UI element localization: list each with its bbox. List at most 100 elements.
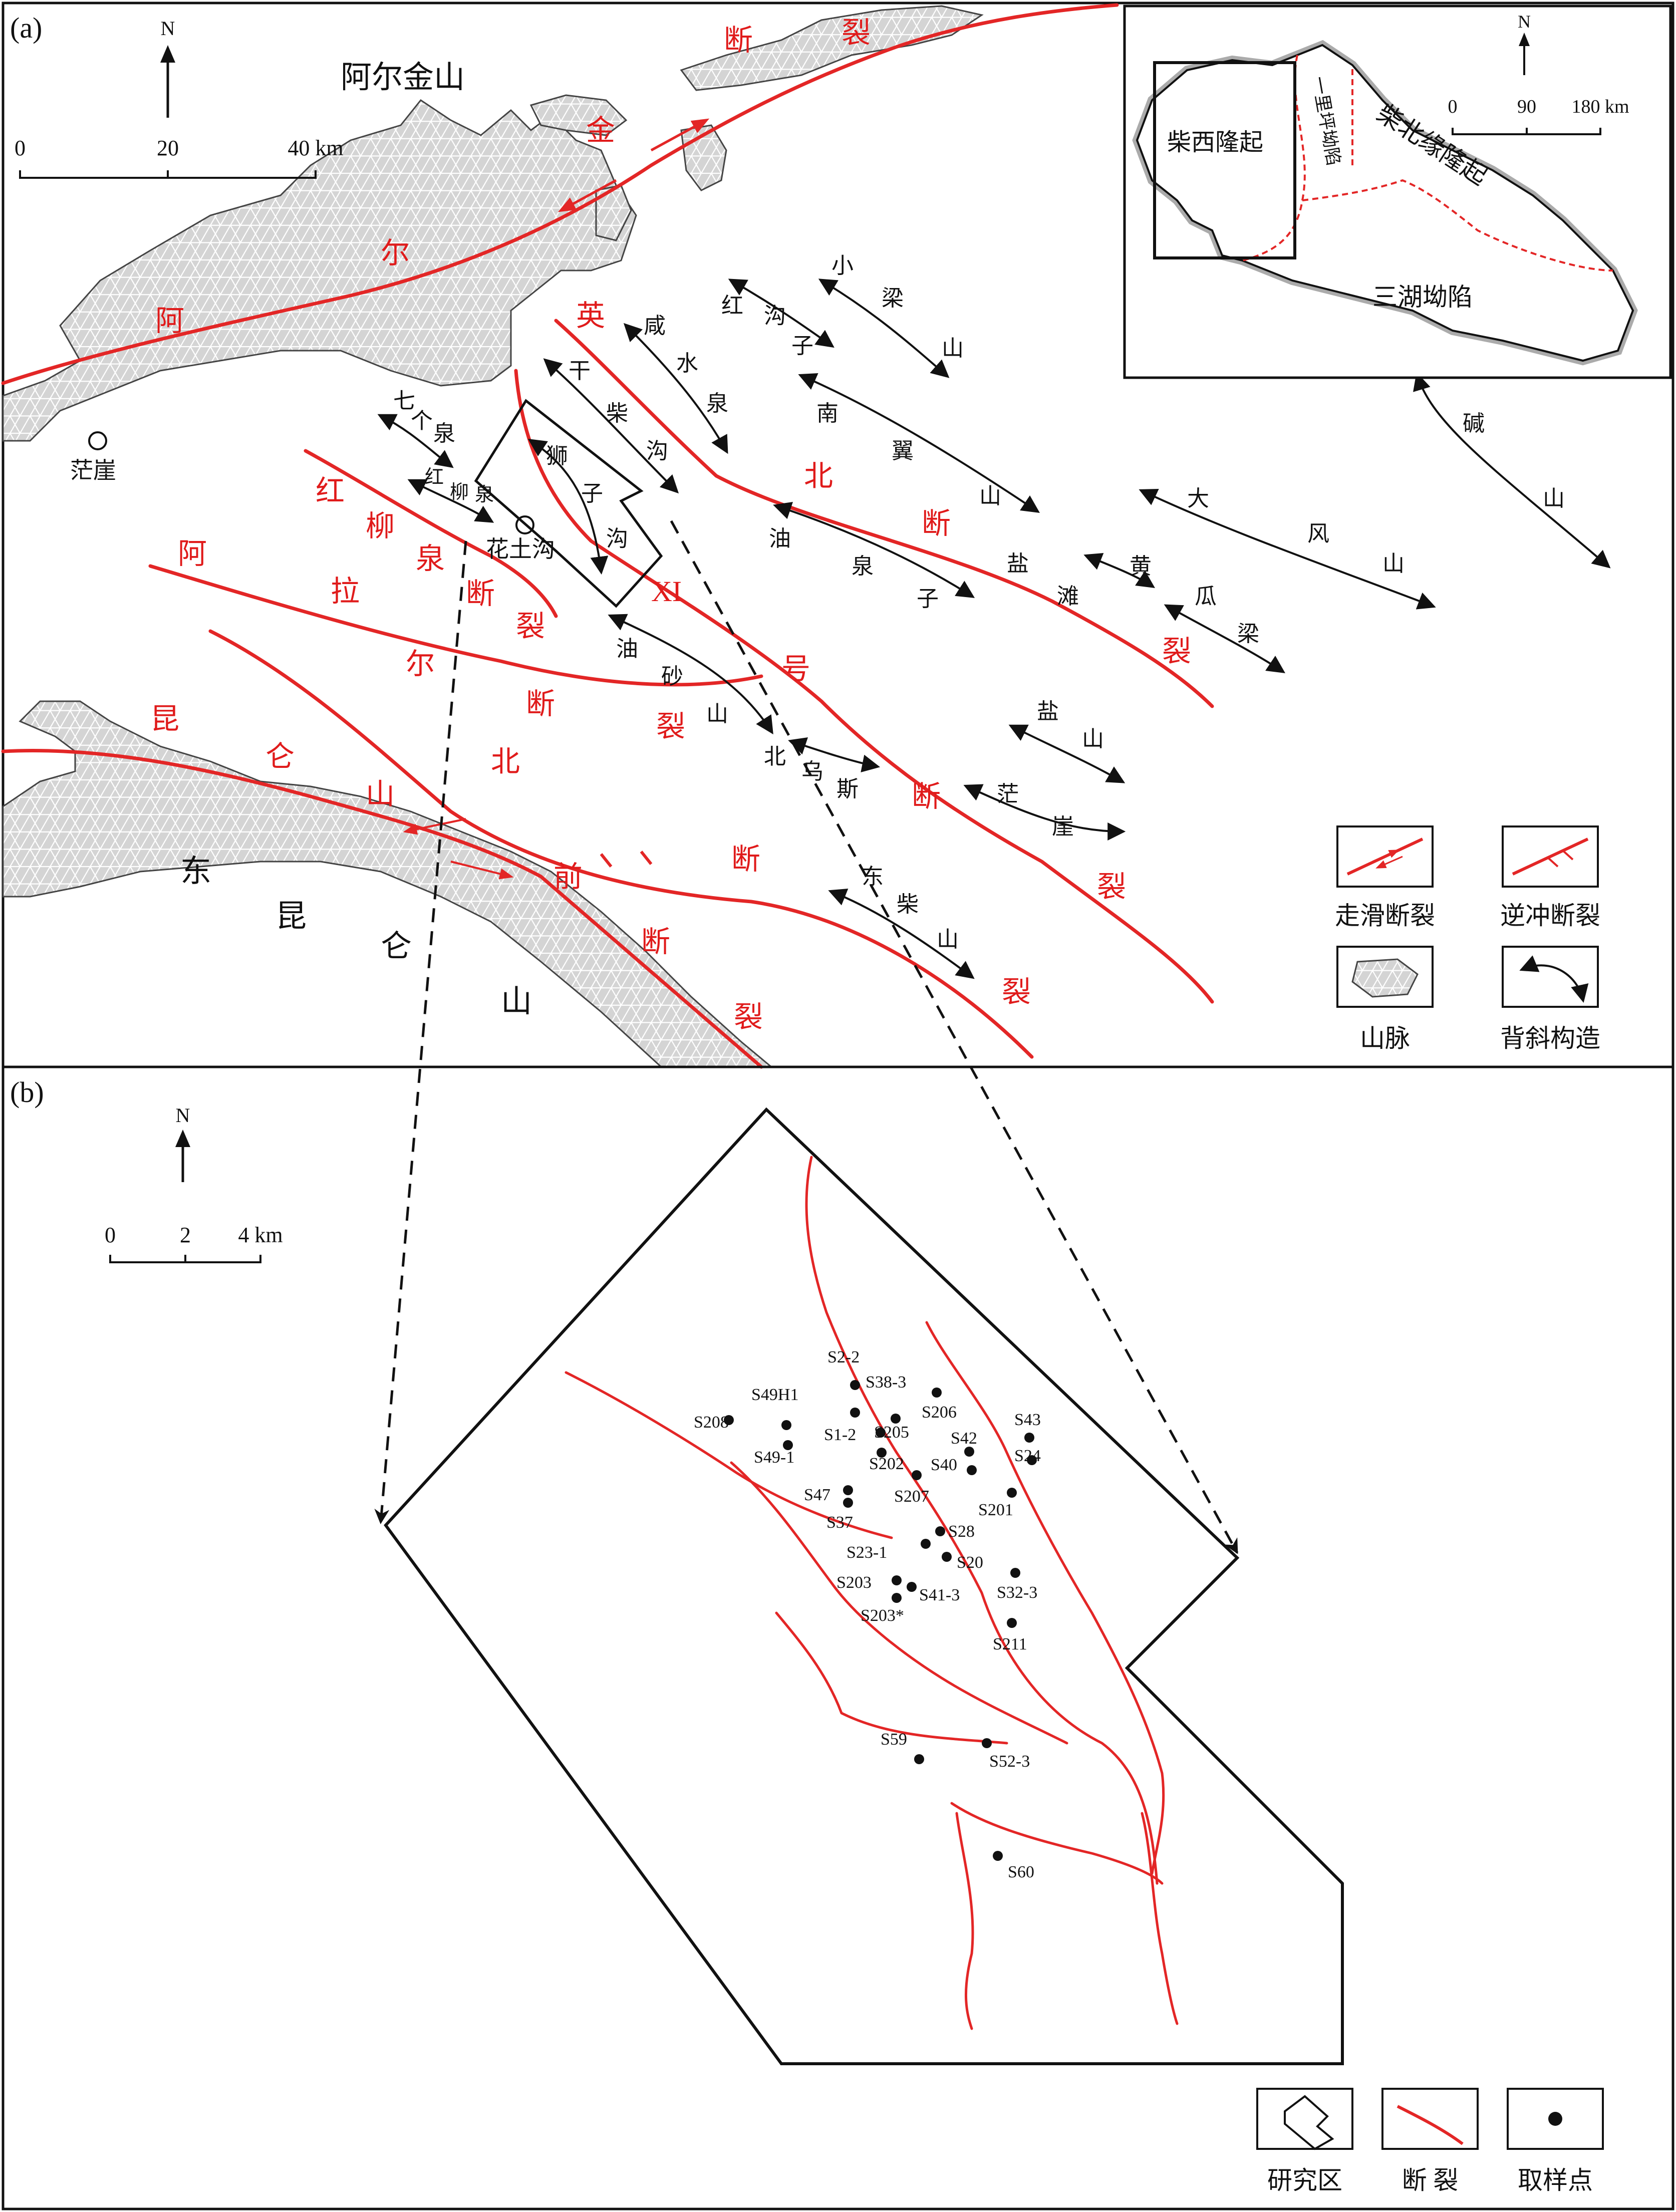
anticline-xiaoliangshan-0: 小: [831, 253, 854, 278]
sample-dot: [850, 1380, 860, 1390]
sample-dot: [907, 1582, 917, 1592]
anticline-honglq-2: 泉: [475, 484, 494, 505]
sample-dot: [1024, 1433, 1034, 1443]
anticline-qigequan-1: 个: [411, 409, 433, 433]
anticline-xianshuiquan-2: 泉: [706, 391, 728, 416]
place-mangya: 茫崖: [70, 458, 116, 483]
sample-dot: [891, 1414, 901, 1424]
fault-label-xi-2: 断: [912, 780, 941, 813]
inset-map: 柴西隆起 一里坪坳陷 柴北缘隆起 三湖坳陷 N 0 90 180 km: [1123, 5, 1672, 379]
fault-label-alaer-1: 拉: [331, 575, 360, 608]
sample-label: S1-2: [824, 1426, 856, 1444]
anticline-honggouzi-1: 沟: [764, 304, 786, 328]
sample-label: S40: [931, 1456, 957, 1474]
inset-study-box: [1153, 61, 1296, 259]
inset-sanhu: 三湖坳陷: [1372, 283, 1473, 311]
svg-text:20: 20: [157, 136, 179, 160]
strike-slip-arrow-3: [403, 818, 466, 835]
sample-dot: [876, 1428, 886, 1438]
sample-dot: [932, 1388, 942, 1398]
sample-label: S52-3: [989, 1752, 1030, 1771]
fault-label-aerjin-0: 阿: [155, 305, 184, 337]
inset-north: N: [1518, 12, 1531, 32]
sample-dot: [1027, 1455, 1037, 1465]
fault-label-honglq-1: 柳: [366, 510, 395, 542]
anticline-honglq-1: 柳: [450, 482, 469, 503]
place-east-kunlun-1: 昆: [275, 900, 307, 934]
fault-label-aerjin-1: 尔: [381, 237, 410, 269]
sample-label: S24: [1014, 1447, 1041, 1465]
mountain-altun-north: [680, 5, 984, 91]
svg-text:N: N: [176, 1104, 190, 1127]
sample-dot: [843, 1485, 853, 1495]
anticline-youquanzi-2: 子: [917, 587, 939, 611]
sample-label: S201: [978, 1501, 1013, 1519]
place-east-kunlun-2: 仑: [381, 930, 412, 964]
anticline-arrows: [377, 279, 1611, 979]
legend-anticline: 背斜构造: [1500, 1024, 1600, 1052]
study-area-outline-a: [474, 399, 663, 608]
scale-bar-a: 0 20 40 km: [15, 136, 344, 179]
sample-label: S49H1: [751, 1386, 798, 1404]
anticline-nanyishan-2: 山: [979, 484, 1001, 508]
connector-left: [374, 540, 467, 1524]
place-east-kunlun-0: 东: [180, 855, 211, 889]
sample-label: S211: [993, 1635, 1027, 1653]
svg-text:0: 0: [105, 1223, 116, 1247]
fault-label-ying-0: 英: [576, 300, 605, 332]
anticline-beiwusi-2: 斯: [836, 777, 859, 801]
panel-a-label: (a): [10, 12, 42, 44]
fault-label-alaer-2: 尔: [406, 648, 435, 680]
inset-scale-2: 180 km: [1571, 96, 1629, 117]
anticline-mangya-1: 崖: [1052, 814, 1074, 839]
sample-dot: [781, 1420, 791, 1430]
sample-dot: [850, 1408, 860, 1418]
legend-fault: 断 裂: [1402, 2166, 1459, 2194]
anticline-shizigou-1: 子: [581, 481, 603, 506]
legend-thrust: 逆冲断裂: [1500, 902, 1600, 930]
sample-label: S207: [894, 1487, 929, 1506]
sample-dot: [982, 1738, 992, 1748]
sample-label: S37: [826, 1513, 853, 1532]
sample-label: S23-1: [847, 1543, 887, 1562]
anticline-dongchaishan-2: 山: [937, 927, 959, 952]
sample-label: S38-3: [866, 1373, 906, 1392]
fault-label-xi-3: 裂: [1097, 871, 1126, 903]
panel-b-label: (b): [10, 1076, 44, 1109]
anticline-yantan-1: 滩: [1057, 584, 1079, 609]
anticline-youshashan-1: 砂: [661, 664, 683, 689]
sample-dot: [967, 1465, 977, 1475]
legend-study-area: 研究区: [1267, 2166, 1342, 2194]
sample-dot: [921, 1539, 931, 1549]
inset-chaixi: 柴西隆起: [1167, 129, 1263, 156]
anticline-xianshuiquan-1: 水: [676, 351, 698, 376]
sample-dot: [892, 1575, 902, 1585]
fault-label-front-3: 裂: [734, 1001, 763, 1033]
mountain-east-kunlun: [2, 700, 774, 1068]
legend-sample: 取样点: [1518, 2166, 1593, 2194]
sample-label: S47: [804, 1486, 830, 1504]
panel-b: (b) N 0 2 4 km: [2, 520, 1674, 2210]
sample-label: S28: [948, 1522, 975, 1541]
fault-label-honglq-2: 泉: [416, 542, 445, 575]
anticline-youshashan-2: 山: [706, 702, 728, 726]
sample-dot: [993, 1851, 1003, 1861]
fault-label-xi-0: XI: [651, 575, 682, 608]
sample-dot: [935, 1526, 945, 1536]
anticline-dafengshan-2: 山: [1382, 551, 1405, 576]
sample-dot: [914, 1754, 924, 1764]
anticline-yanshan-0: 盐: [1037, 699, 1059, 724]
fault-label-aerjin-4: 裂: [842, 17, 871, 49]
sample-label: S203*: [861, 1606, 904, 1625]
fault-label-alaer-4: 裂: [656, 710, 685, 743]
sample-dot: [1007, 1618, 1017, 1628]
anticline-shizigou-0: 狮: [546, 444, 568, 468]
sample-label: S203: [836, 1573, 872, 1592]
fault-label-xi-1: 号: [781, 653, 810, 685]
anticline-nanyishan-1: 翼: [892, 439, 914, 463]
panel-a: (a) 阿 尔 金 断 裂 英 北 断 裂: [1, 2, 1674, 1069]
connector-right: [670, 520, 1239, 1554]
mountain-island-1: [529, 94, 628, 136]
anticline-ganchaigou-0: 干: [569, 359, 591, 383]
